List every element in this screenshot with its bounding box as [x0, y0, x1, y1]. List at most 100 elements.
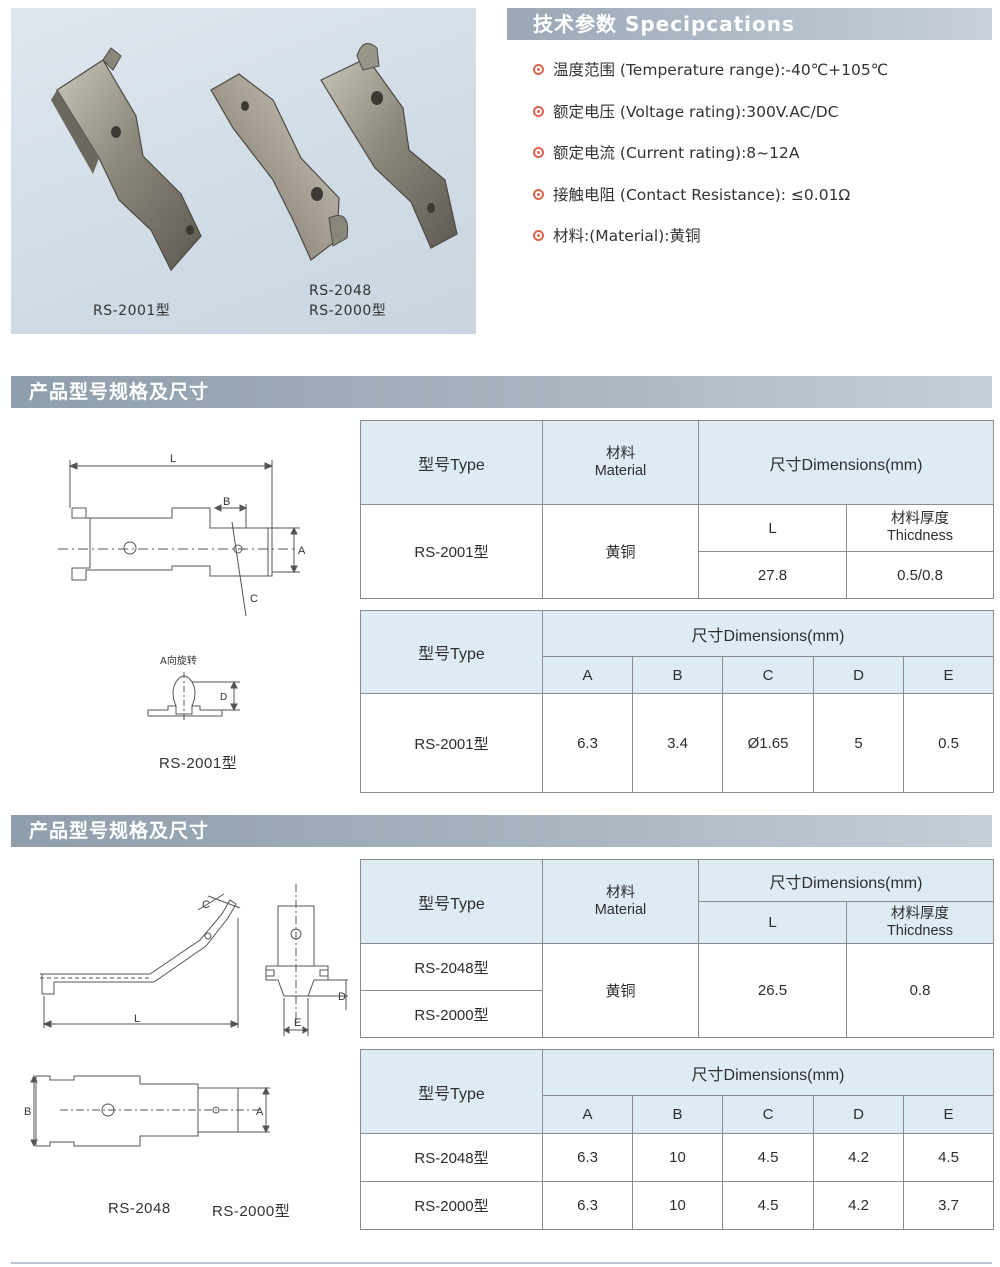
rs2048-top-view-drawing: B A [24, 1074, 270, 1148]
bullet-icon [533, 64, 544, 75]
cell-D: 4.2 [813, 1133, 904, 1182]
rs2001-rotated-view-drawing: A向旋转 D [147, 654, 240, 722]
dim-A-label: A [298, 545, 306, 557]
table-row: RS-2000型 6.3 10 4.5 4.2 3.7 [360, 1181, 994, 1230]
product-photo-panel: RS-2001型 RS-2048 RS-2000型 [11, 8, 476, 334]
dim-B-label: B [24, 1106, 31, 1118]
bullet-icon [533, 105, 544, 117]
terminal-photo-illustration [51, 43, 458, 272]
photo-caption-rs2001: RS-2001型 [93, 303, 171, 319]
table-row: RS-2001型 6.3 3.4 Ø1.65 5 0.5 [360, 693, 994, 793]
table-cell-type: RS-2001型 [360, 504, 543, 599]
table-cell-type: RS-2000型 [360, 990, 543, 1038]
section2-dimensions-table: 型号Type 尺寸Dimensions(mm) A B C D E RS-204… [360, 1049, 994, 1230]
cell-B: 10 [632, 1181, 723, 1230]
rs2048-drawing-label: RS-2048 [108, 1200, 171, 1217]
dim-L-label: L [170, 453, 176, 465]
spec-item: 接触电阻 (Contact Resistance): ≤0.01Ω [533, 183, 993, 225]
table-cell-L: 27.8 [698, 551, 847, 599]
thickness-cn: 材料厚度 [891, 511, 949, 527]
rs2001-top-view-drawing: L B A C [58, 453, 306, 617]
table-cell-thickness: 0.8 [846, 943, 994, 1038]
spec-item-text: 材料:(Material):黄铜 [553, 227, 701, 245]
spec-item: 额定电流 (Current rating):8~12A [533, 141, 993, 183]
table-header-dimensions: 尺寸Dimensions(mm) [542, 1049, 994, 1096]
terminal-rs2048-image [210, 73, 349, 261]
table-header-dimensions: 尺寸Dimensions(mm) [542, 610, 994, 657]
table-header-type: 型号Type [360, 420, 543, 505]
table-header-type: 型号Type [360, 610, 543, 694]
row-type: RS-2000型 [360, 1181, 543, 1230]
section1-header: 产品型号规格及尺寸 [11, 376, 992, 408]
bullet-icon [533, 188, 544, 200]
cell-C: 4.5 [722, 1181, 814, 1230]
table-row: RS-2048型 黄铜 26.5 0.8 [360, 943, 994, 1038]
header-material-en: Material [594, 901, 647, 918]
table-header-dimensions: 尺寸Dimensions(mm) [698, 859, 994, 902]
table-cell-L: 26.5 [698, 943, 847, 1038]
dim-B-label: B [223, 496, 230, 508]
cell-A: 6.3 [542, 693, 633, 793]
table-header-type: 型号Type [360, 1049, 543, 1134]
rs2048-side-view-drawing: C L [40, 893, 241, 1028]
rs2048-front-view-drawing: D E [265, 884, 348, 1036]
thickness-cn: 材料厚度 [891, 905, 949, 922]
rotate-note: A向旋转 [160, 654, 197, 667]
specifications-header: 技术参数 Specipcations [507, 8, 992, 40]
table-row: RS-2048型 6.3 10 4.5 4.2 4.5 [360, 1133, 994, 1182]
cell-C: Ø1.65 [722, 693, 814, 793]
col-header-C: C [722, 1095, 814, 1134]
cell-A: 6.3 [542, 1133, 633, 1182]
dim-C-label: C [202, 899, 210, 911]
table-row: RS-2000型 [360, 990, 994, 1038]
spec-item-text: 额定电流 (Current rating):8~12A [553, 144, 800, 162]
col-header-C: C [722, 656, 814, 694]
header-material-cn: 材料 [606, 884, 635, 901]
spec-item-text: 温度范围 (Temperature range):-40℃+105℃ [553, 61, 889, 79]
cell-E: 4.5 [903, 1133, 994, 1182]
terminal-rs2000-image [320, 43, 458, 249]
col-header-A: A [542, 1095, 633, 1134]
bullet-icon [533, 230, 544, 241]
dim-A-label: A [256, 1106, 264, 1118]
thickness-en: Thicdness [886, 528, 954, 544]
cell-D: 4.2 [813, 1181, 904, 1230]
section2-header: 产品型号规格及尺寸 [11, 815, 992, 847]
spec-item-text: 额定电压 (Voltage rating):300V.AC/DC [553, 102, 839, 121]
col-header-B: B [632, 1095, 723, 1134]
rs2000-drawing-label: RS-2000型 [212, 1203, 291, 1220]
header-material-en: Material [594, 462, 647, 479]
table-subheader-L: L [698, 504, 847, 552]
dim-L-label: L [134, 1013, 140, 1025]
row-type: RS-2001型 [360, 693, 543, 793]
cell-D: 5 [813, 693, 904, 793]
col-header-D: D [813, 1095, 904, 1134]
cell-B: 10 [632, 1133, 723, 1182]
rs2001-drawing-label: RS-2001型 [159, 755, 238, 772]
table-subheader-L: L [698, 901, 847, 944]
table-cell-thickness: 0.5/0.8 [846, 551, 994, 599]
table-header-dimensions: 尺寸Dimensions(mm) [698, 420, 994, 505]
table-cell-material: 黄铜 [542, 504, 699, 599]
dim-E-label: E [294, 1017, 301, 1029]
row-type: RS-2048型 [360, 1133, 543, 1182]
bottom-divider [11, 1262, 992, 1264]
col-header-E: E [903, 1095, 994, 1134]
cell-E: 3.7 [903, 1181, 994, 1230]
spec-item: 额定电压 (Voltage rating):300V.AC/DC [533, 100, 993, 142]
spec-item: 温度范围 (Temperature range):-40℃+105℃ [533, 58, 993, 100]
photo-caption-rs2000: RS-2000型 [309, 303, 387, 319]
dim-D-label: D [220, 692, 227, 703]
cell-E: 0.5 [903, 693, 994, 793]
bullet-icon [533, 147, 544, 158]
table-cell-material: 黄铜 [542, 943, 699, 1038]
terminal-rs2001-image [51, 47, 202, 272]
cell-B: 3.4 [632, 693, 723, 793]
cell-C: 4.5 [722, 1133, 814, 1182]
col-header-D: D [813, 656, 904, 694]
